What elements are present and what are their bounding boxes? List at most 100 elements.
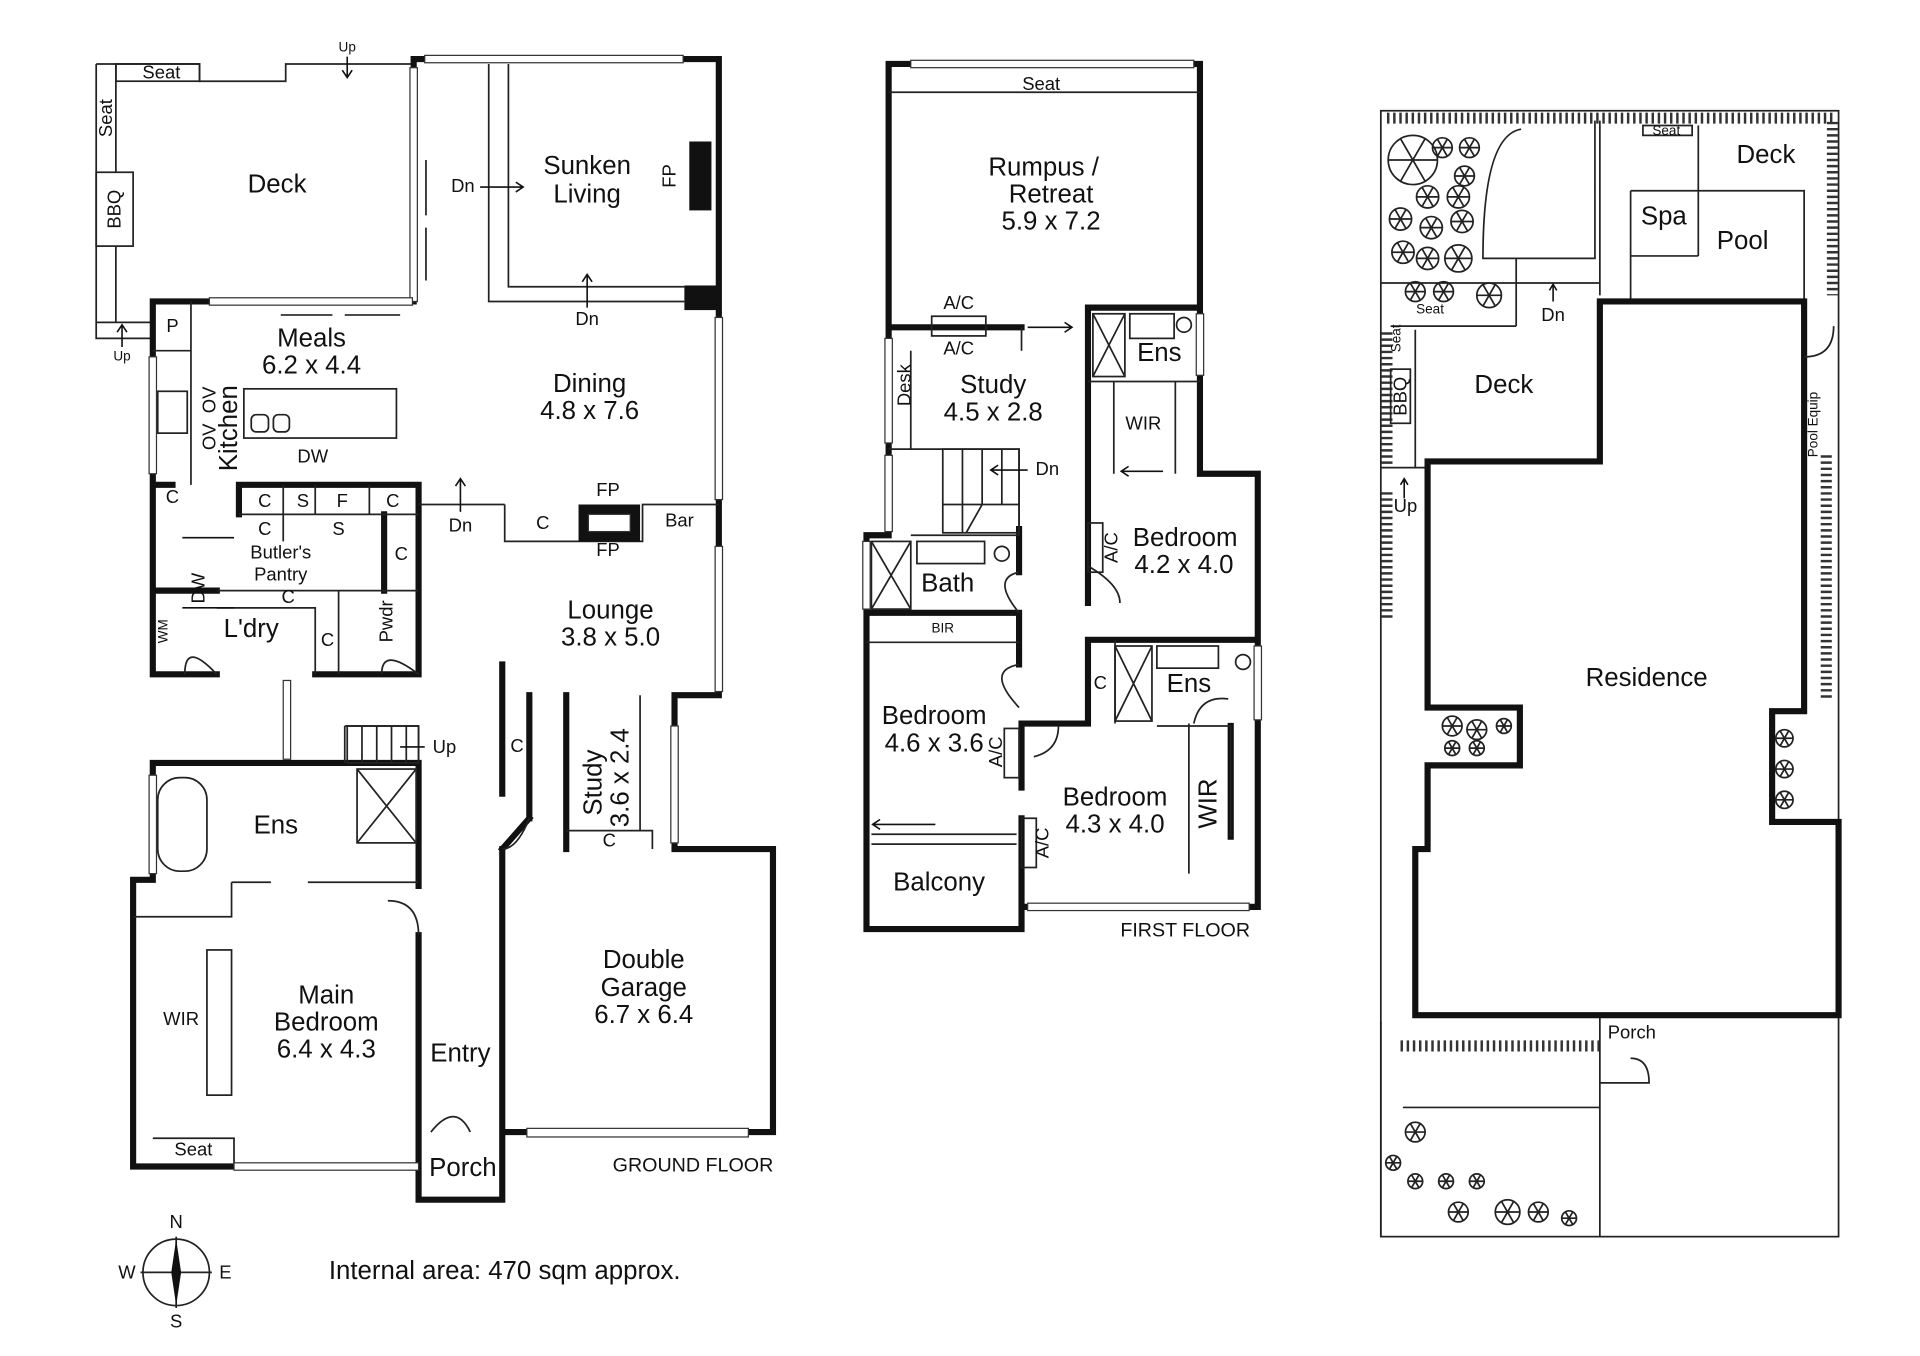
room-powder: Pwdr	[376, 600, 397, 642]
tree-branches-icon	[1450, 211, 1474, 232]
shower-base	[1114, 645, 1153, 722]
oven-label: OV	[199, 423, 220, 450]
ground-floor-plan: Seat Up Seat BBQ Deck Up Dn Sunken Livin…	[95, 40, 777, 1203]
tree-branches-icon	[1405, 282, 1426, 301]
stair-treads	[942, 449, 1020, 534]
sink-label: S	[332, 518, 344, 539]
bbq-label: BBQ	[1390, 377, 1411, 416]
room-main-bedroom-dim: 6.4 x 4.3	[277, 1036, 376, 1064]
arrow-dn-sunken-bottom	[581, 272, 593, 308]
window	[282, 679, 292, 760]
cupboard-label: C	[258, 490, 271, 511]
tree-branches-icon	[1391, 242, 1415, 263]
room-double-garage-dim: 6.7 x 6.4	[594, 1001, 693, 1029]
window	[884, 454, 893, 533]
room-lounge-dim: 3.8 x 5.0	[561, 623, 660, 651]
room-double-garage-2: Garage	[601, 974, 687, 1002]
compass-s: S	[170, 1311, 182, 1332]
bar-label: Bar	[665, 510, 694, 531]
deck-seat-top-label: Seat	[142, 62, 180, 83]
hedge	[1381, 112, 1838, 1052]
tree-branches-icon	[1448, 1203, 1469, 1221]
seat-label: Seat	[1388, 324, 1403, 352]
fp-bottom-label: FP	[596, 539, 620, 560]
door-swings	[183, 656, 531, 1133]
door-swings	[1001, 565, 1229, 758]
wm-label: WM	[155, 619, 170, 643]
tree-branches-icon	[1469, 1174, 1485, 1189]
arrow-dn	[1548, 282, 1558, 302]
arrow-ens	[871, 321, 1164, 831]
stairs-dn-label: Dn	[1036, 458, 1060, 479]
room-sunken-living-2: Living	[553, 180, 620, 208]
room-butlers-pantry: Butler's	[250, 542, 311, 563]
sink-label: S	[297, 490, 309, 511]
fireplace-base	[684, 285, 717, 311]
ac-unit	[930, 315, 987, 337]
room-ensuite: Ens	[254, 812, 299, 840]
room-main-bedroom: Main	[298, 982, 354, 1010]
room-entry: Entry	[430, 1039, 490, 1067]
room-bedroom-dim: 4.6 x 3.6	[885, 729, 984, 757]
arrow-up-side	[116, 323, 128, 347]
stair-treads	[361, 725, 408, 763]
tree-branches-icon	[1775, 730, 1794, 747]
room-main-bedroom-2: Bedroom	[274, 1009, 379, 1037]
compass: N W E S	[118, 1211, 231, 1332]
ac-label: A/C	[943, 337, 974, 358]
tree-branches-icon	[1388, 138, 1438, 182]
dn-label: Dn	[1541, 304, 1565, 325]
cupboard-label: C	[603, 830, 616, 851]
tree-branches-icon	[1775, 791, 1794, 808]
tree-branches-icon	[1459, 138, 1480, 157]
room-porch: Porch	[429, 1154, 496, 1182]
compass-needle-icon	[171, 1239, 182, 1306]
room-bath: Bath	[921, 569, 974, 597]
window	[424, 54, 684, 64]
toilet	[993, 545, 1011, 562]
oven-label: OV	[199, 386, 220, 413]
ac-unit	[1087, 522, 1104, 574]
pool-equip-label: Pool Equip	[1806, 392, 1821, 457]
deck-seat-side-label: Seat	[95, 99, 116, 137]
room-balcony: Balcony	[893, 868, 985, 896]
room-bedroom-dim: 4.3 x 4.0	[1066, 810, 1165, 838]
tree-branches-icon	[1433, 282, 1454, 301]
fridge-label: F	[337, 490, 348, 511]
window	[714, 545, 724, 693]
shower-cross	[870, 313, 1153, 722]
arrow-dn-dining	[454, 477, 467, 512]
tree-branches-icon	[1469, 741, 1485, 755]
area-deck: Deck	[1737, 141, 1796, 169]
toilet	[1175, 316, 1193, 334]
cupboard-label: C	[386, 490, 399, 511]
tree-branches-icon	[1407, 1174, 1423, 1189]
tree-branches-icon	[1476, 284, 1502, 307]
room-rumpus-2: Retreat	[1009, 180, 1094, 208]
cupboard-label: C	[166, 486, 179, 507]
room-wir: WIR	[1195, 778, 1223, 828]
site-plan: Seat Deck Spa Pool Seat Dn Seat BBQ Deck…	[1379, 109, 1842, 1238]
shower-cross	[356, 768, 417, 844]
room-ensuite: Ens	[1137, 339, 1182, 367]
trees	[1384, 134, 1794, 1227]
area-spa: Spa	[1641, 203, 1688, 231]
room-study: Study	[960, 371, 1026, 399]
window	[910, 59, 1195, 69]
deck-up-label: Up	[339, 40, 356, 55]
window	[233, 1162, 420, 1171]
window	[148, 774, 158, 875]
fireplace-opening	[587, 513, 631, 533]
dw-label: DW	[187, 572, 208, 603]
bbq-unit	[95, 171, 134, 247]
window	[409, 67, 418, 303]
ac-label: A/C	[1100, 532, 1121, 563]
ac-label: A/C	[985, 736, 1006, 767]
bir-label: BIR	[932, 620, 955, 635]
room-sunken-living: Sunken	[543, 152, 631, 180]
room-bedroom: Bedroom	[882, 702, 987, 730]
window	[670, 725, 679, 844]
window	[884, 337, 893, 444]
room-study-dim: 4.5 x 2.8	[944, 398, 1043, 426]
bedroom-seat-label: Seat	[174, 1138, 212, 1159]
